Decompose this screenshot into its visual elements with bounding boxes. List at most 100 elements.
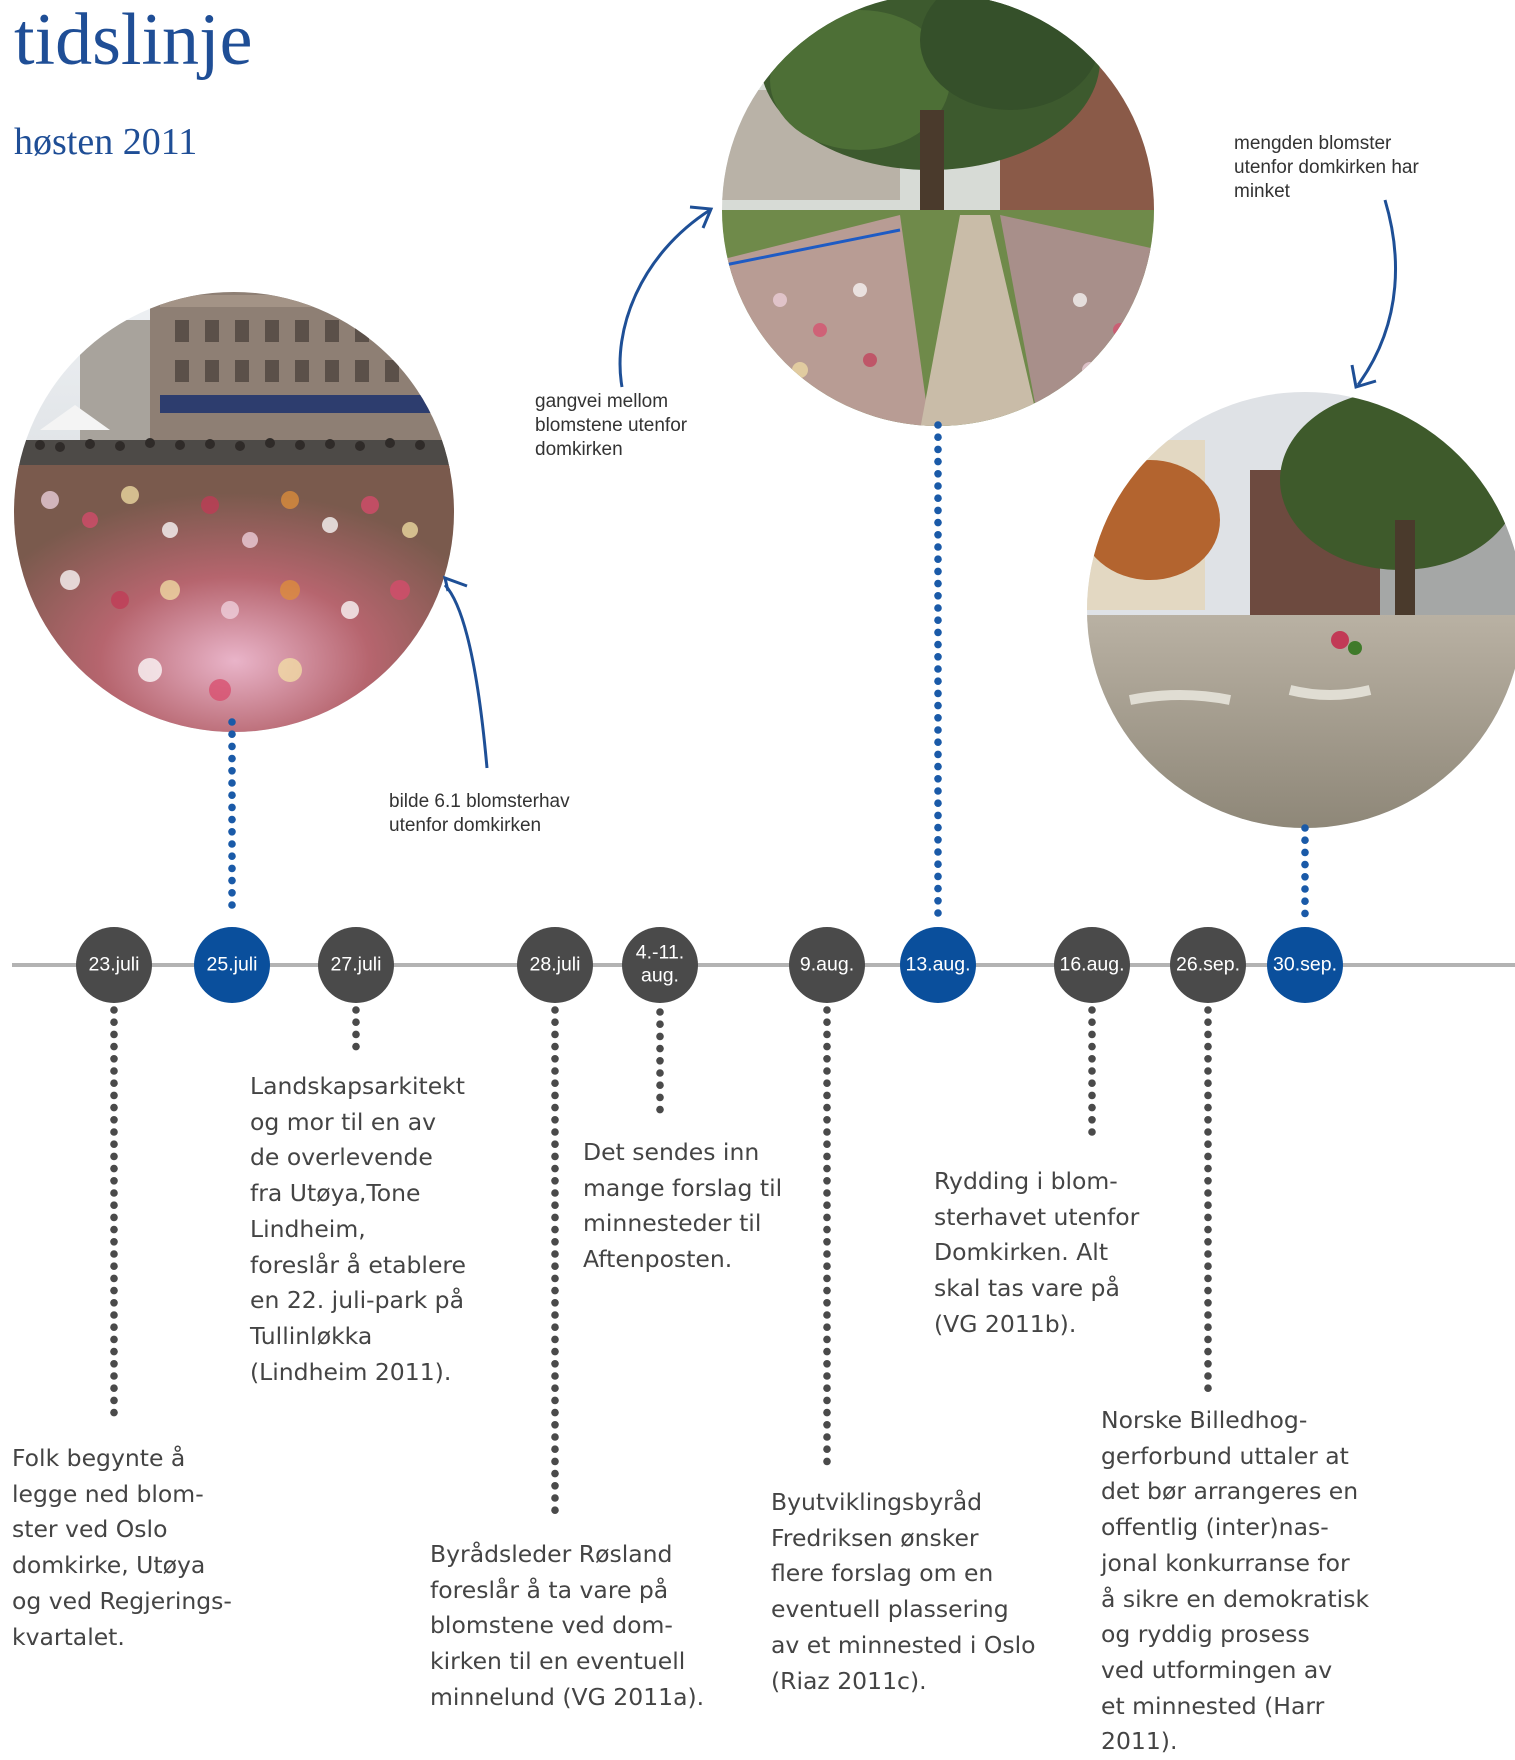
connector-dot <box>110 1213 118 1222</box>
connector-dot <box>934 897 942 905</box>
connector-dot <box>823 1433 831 1441</box>
connector-dot <box>1204 1262 1212 1270</box>
date-node <box>1170 927 1246 1003</box>
connector-dot <box>110 1189 118 1197</box>
connector-dot <box>110 1177 118 1185</box>
connector-dot <box>1088 1018 1096 1026</box>
connector-dot <box>551 1152 559 1161</box>
connector-dot <box>1204 1384 1212 1392</box>
photo-cleared-square <box>1087 392 1515 828</box>
connector-dot <box>823 1323 831 1331</box>
connector-dot <box>1088 1079 1096 1087</box>
connector-dot <box>934 762 942 771</box>
connector-dot <box>823 1225 831 1234</box>
connector-dot <box>823 1164 831 1173</box>
connector-dot <box>110 1323 118 1331</box>
connector-dot <box>228 840 236 848</box>
connector-dot <box>823 1018 831 1026</box>
connector-dot <box>823 1140 831 1148</box>
connector-dot <box>1204 1055 1212 1063</box>
connector-dot <box>934 640 942 649</box>
connector-dot <box>551 1250 559 1258</box>
event-9-aug: Byutviklingsbyråd Fredriksen ønsker fler… <box>771 1488 1036 1695</box>
arrow-photo3 <box>1356 199 1398 386</box>
connector-dot <box>934 823 942 832</box>
connector-dot <box>110 1152 118 1161</box>
connector-dot <box>934 787 942 795</box>
connector-dot <box>1204 1323 1212 1331</box>
connector-dot <box>656 1057 664 1065</box>
date-node <box>318 927 394 1003</box>
connector-dot <box>823 1408 831 1417</box>
connector-dot <box>110 1347 118 1356</box>
annotation-arrows-group <box>442 199 1398 769</box>
connector-dot <box>823 1213 831 1222</box>
connector-dot <box>1088 1042 1096 1051</box>
connector-dot <box>228 864 236 873</box>
connector-dot <box>1204 1286 1212 1295</box>
date-node <box>76 927 152 1003</box>
connector-dot <box>1204 1091 1212 1100</box>
connector-dot <box>823 1299 831 1307</box>
connector-dot <box>1204 1018 1212 1026</box>
connector-dot <box>352 1018 360 1026</box>
event-26-sep: Norske Billedhog- gerforbund uttaler at … <box>1101 1406 1370 1756</box>
connector-dot <box>934 909 942 917</box>
connector-dot <box>551 1079 559 1087</box>
connector-dot <box>1204 1177 1212 1185</box>
connector-dot <box>551 1164 559 1173</box>
connector-dot <box>110 1250 118 1258</box>
date-label: 16.aug. <box>1059 953 1125 976</box>
connector-dot <box>551 1103 559 1112</box>
connector-dot <box>1204 1006 1212 1014</box>
connector-dot <box>551 1408 559 1417</box>
connector-dot <box>551 1006 559 1014</box>
connector-dot <box>823 1030 831 1039</box>
connector-dot <box>110 1311 118 1319</box>
connector-dot <box>934 567 942 576</box>
connector-dot <box>934 738 942 746</box>
connector-dot <box>1204 1250 1212 1258</box>
connector-dot <box>1088 1091 1096 1100</box>
connector-dot <box>551 1201 559 1209</box>
event-27-juli: Landskapsarkitekt og mor til en av de ov… <box>250 1072 467 1386</box>
connector-dot <box>228 730 236 738</box>
date-label: 25.juli <box>206 953 258 976</box>
connector-dot <box>551 1299 559 1307</box>
connector-dot <box>823 1177 831 1185</box>
connector-dot <box>551 1469 559 1478</box>
date-label: 23.juli <box>88 953 140 976</box>
arrow-photo3-head <box>1350 364 1377 389</box>
connector-dot <box>551 1140 559 1148</box>
connector-dot <box>110 1396 118 1405</box>
connector-dot <box>823 1274 831 1283</box>
event-23-juli: Folk begynte å legge ned blom- ster ved … <box>12 1444 232 1651</box>
connector-dot <box>1088 1067 1096 1075</box>
connector-dot <box>1088 1055 1096 1063</box>
connector-dot <box>110 1140 118 1148</box>
connector-dot <box>1204 1030 1212 1039</box>
connector-dot <box>1088 1006 1096 1014</box>
date-label: 4.-11. aug. <box>635 941 685 987</box>
connector-dot <box>228 901 236 909</box>
connector-dot <box>823 1396 831 1405</box>
connector-dot <box>823 1262 831 1270</box>
connector-dot <box>934 616 942 624</box>
date-node <box>1267 927 1343 1003</box>
connector-dot <box>823 1006 831 1014</box>
connector-dot <box>823 1335 831 1344</box>
date-node <box>1054 927 1130 1003</box>
connector-dot <box>823 1421 831 1429</box>
date-nodes-group <box>76 927 1343 1003</box>
connector-dot <box>1204 1152 1212 1161</box>
connector-dot <box>823 1042 831 1051</box>
connector-dot <box>110 1335 118 1344</box>
connector-dot <box>1204 1103 1212 1112</box>
connector-dot <box>934 506 942 515</box>
connector-dot <box>551 1091 559 1100</box>
connector-dot <box>1301 873 1309 881</box>
connector-dot <box>823 1457 831 1466</box>
connector-dot <box>110 1201 118 1209</box>
connector-dot <box>1204 1213 1212 1222</box>
connector-dot <box>1301 909 1309 918</box>
